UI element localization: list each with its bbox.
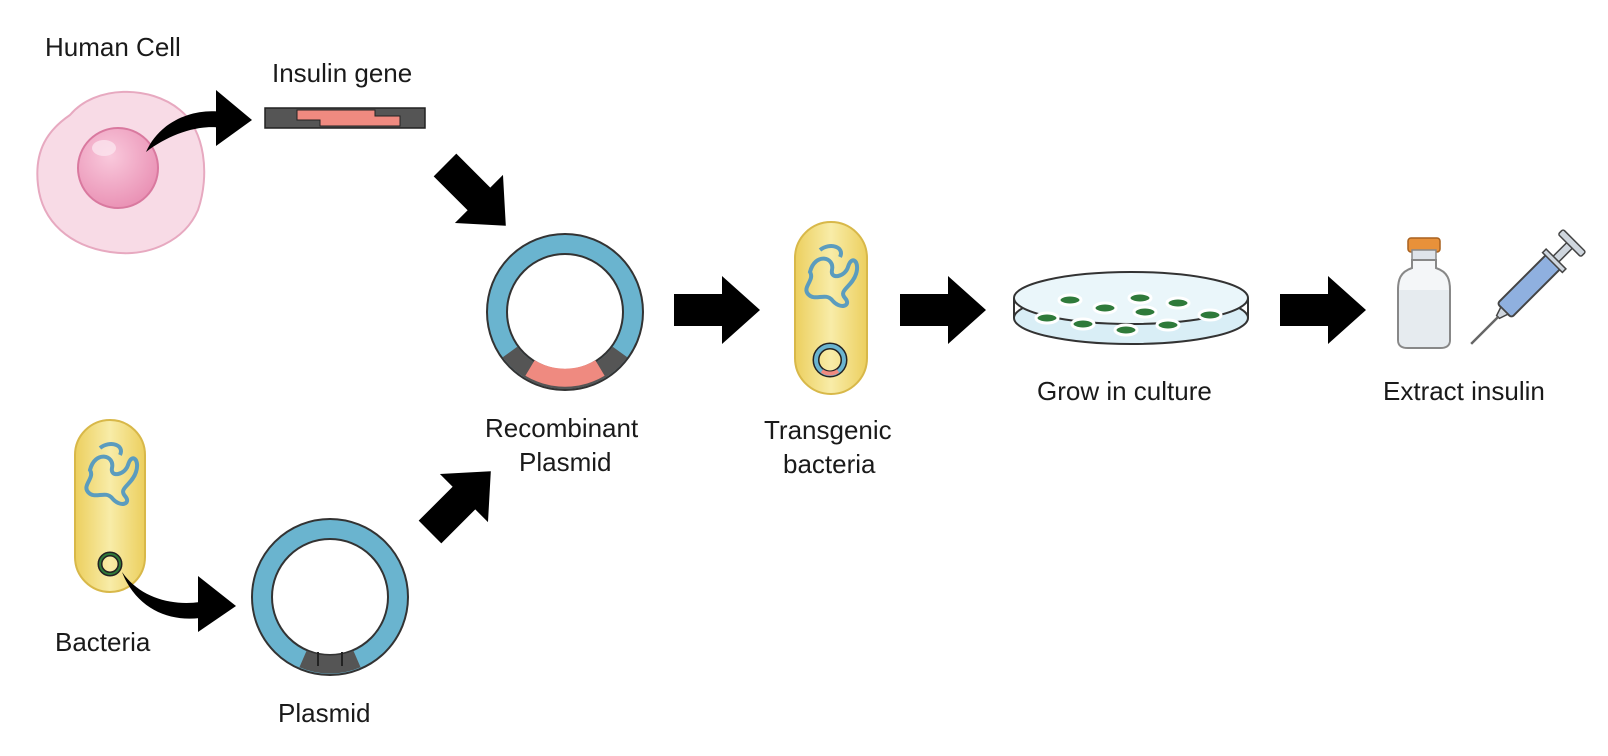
arrow-right-icon [1280, 276, 1366, 344]
curved-arrow-icon [146, 90, 252, 152]
arrow-down-right-icon [420, 140, 530, 250]
label-transgenic-line2: bacteria [783, 449, 876, 479]
label-recombinant-line2: Plasmid [519, 447, 611, 477]
transgenic-bacteria-cell [794, 221, 868, 395]
label-human-cell: Human Cell [45, 32, 181, 62]
curved-arrow-icon [122, 572, 236, 632]
label-plasmid: Plasmid [278, 698, 370, 728]
arrow-up-right-icon [405, 447, 515, 557]
nucleus [77, 127, 159, 209]
insulin-gene-segment [264, 107, 426, 129]
arrow-right-icon [900, 276, 986, 344]
label-insulin-gene: Insulin gene [272, 58, 412, 88]
label-extract-insulin: Extract insulin [1383, 376, 1545, 406]
label-grow-in-culture: Grow in culture [1037, 376, 1212, 406]
bacterial-colonies [1034, 291, 1223, 337]
label-recombinant-line1: Recombinant [485, 413, 639, 443]
syringe-icon [1470, 229, 1586, 345]
insulin-vial-icon [1397, 237, 1451, 349]
recombinant-plasmid [486, 233, 644, 391]
arrow-right-icon [674, 276, 760, 344]
bacteria-cell [74, 419, 146, 593]
label-transgenic-line1: Transgenic [764, 415, 892, 445]
petri-dish [1013, 271, 1249, 345]
plasmid [251, 518, 409, 676]
label-bacteria: Bacteria [55, 627, 151, 657]
human-cell [36, 90, 206, 255]
